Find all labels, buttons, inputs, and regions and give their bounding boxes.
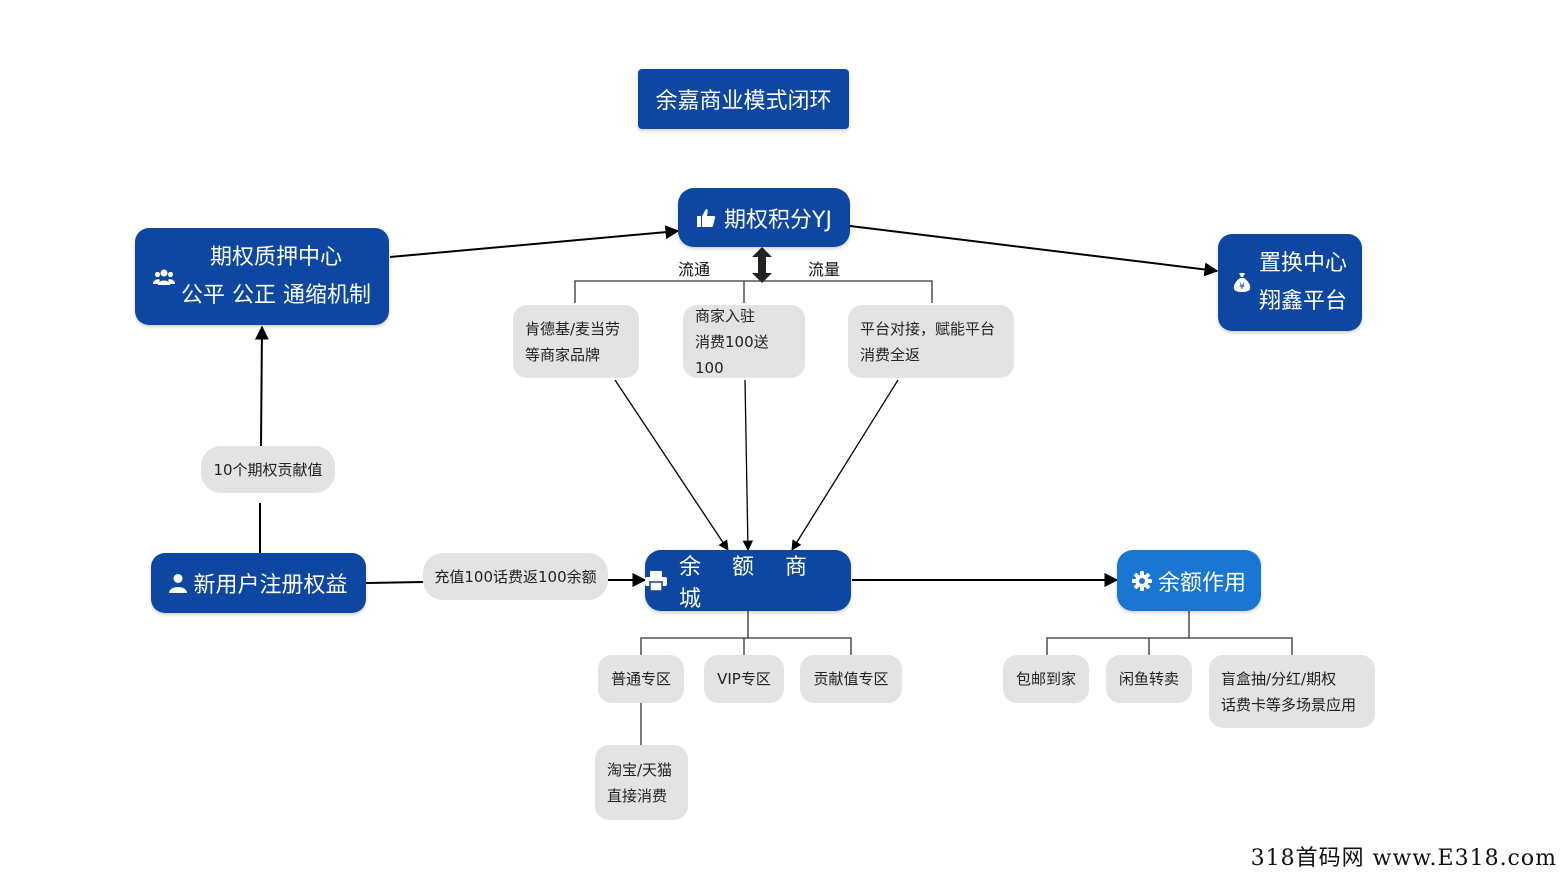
bracket-sources <box>574 280 933 303</box>
node-new-user-text: 新用户注册权益 <box>193 573 348 598</box>
source-3-line1: 平台对接，赋能平台 <box>860 319 996 338</box>
node-balance-mall: 余 额 商 城 <box>645 550 851 612</box>
bracket-mall-zones <box>640 611 852 655</box>
source-3-line2: 消费全返 <box>860 345 921 364</box>
zone-contribution-text: 贡献值专区 <box>813 670 889 688</box>
printer-icon <box>645 570 667 591</box>
node-exchange-line2: 翔鑫平台 <box>1258 288 1347 314</box>
source-2-line2: 消费100送100 <box>695 332 769 377</box>
users-icon <box>153 268 175 286</box>
label-recharge-text: 充值100话费返100余额 <box>434 567 597 586</box>
use-multi-line2: 话费卡等多场景应用 <box>1221 695 1357 714</box>
zone-regular-text: 普通专区 <box>610 670 671 688</box>
svg-text:¥: ¥ <box>1239 282 1245 292</box>
edge-contrib-to-pledge <box>254 325 269 447</box>
user-icon <box>169 573 188 593</box>
label-circulation: 流通 <box>678 260 711 279</box>
node-pledge-center: 期权质押中心 公平 公正 通缩机制 <box>135 228 389 325</box>
edge-source2-to-mall <box>742 379 754 552</box>
diagram-title: 余嘉商业模式闭环 <box>638 69 849 129</box>
node-option-points: 期权积分YJ <box>678 188 850 247</box>
source-2-line1: 商家入驻 <box>695 306 756 325</box>
node-option-points-text: 期权积分YJ <box>724 207 832 233</box>
zone-vip: VIP专区 <box>704 655 784 703</box>
money-bag-icon: ¥ <box>1233 272 1251 294</box>
edge-points-to-exchange <box>849 225 1219 277</box>
node-balance-use-text: 余额作用 <box>1157 570 1246 596</box>
node-new-user: 新用户注册权益 <box>151 553 366 613</box>
source-1-line2: 等商家品牌 <box>525 345 601 364</box>
edge-source1-to-mall <box>614 379 729 551</box>
label-traffic: 流量 <box>808 260 841 279</box>
use-free-shipping-text: 包邮到家 <box>1015 670 1076 688</box>
source-platform-docking: 平台对接，赋能平台 消费全返 <box>848 305 1014 378</box>
thumbs-up-icon <box>696 208 716 228</box>
node-pledge-line1: 期权质押中心 <box>209 244 342 270</box>
node-balance-use: 余额作用 <box>1117 550 1261 611</box>
double-arrow <box>752 247 772 283</box>
node-exchange-center: ¥ 置换中心 翔鑫平台 <box>1218 234 1362 331</box>
bracket-uses <box>1046 611 1293 655</box>
node-exchange-line1: 置换中心 <box>1258 250 1347 276</box>
source-merchant-settle: 商家入驻 消费100送100 <box>683 305 805 378</box>
label-contribution: 10个期权贡献值 <box>201 446 335 493</box>
use-multi-line1: 盲盒抽/分红/期权 <box>1221 669 1337 688</box>
source-kfc-mcd: 肯德基/麦当劳 等商家品牌 <box>513 305 639 378</box>
label-recharge: 充值100话费返100余额 <box>423 553 608 600</box>
use-free-shipping: 包邮到家 <box>1003 655 1089 703</box>
diagram-title-text: 余嘉商业模式闭环 <box>655 89 832 114</box>
use-multi-scenario: 盲盒抽/分红/期权 话费卡等多场景应用 <box>1209 655 1375 728</box>
node-balance-mall-text: 余 额 商 城 <box>679 554 819 612</box>
taobao-line2: 直接消费 <box>607 786 668 805</box>
watermark: 318首码网 www.E318.com <box>1250 846 1557 871</box>
label-contribution-text: 10个期权贡献值 <box>213 460 323 479</box>
source-1-line1: 肯德基/麦当劳 <box>525 319 621 338</box>
zone-regular-taobao: 淘宝/天猫 直接消费 <box>595 745 688 820</box>
edge-newuser-to-recharge <box>365 581 424 584</box>
use-xianyu-text: 闲鱼转卖 <box>1118 670 1179 688</box>
taobao-line1: 淘宝/天猫 <box>607 760 673 779</box>
zone-vip-text: VIP专区 <box>717 670 771 688</box>
edge-pledge-to-points <box>389 225 680 258</box>
edge-source3-to-mall <box>791 379 899 551</box>
zone-contribution: 贡献值专区 <box>800 655 902 703</box>
use-xianyu-resale: 闲鱼转卖 <box>1106 655 1192 703</box>
gear-icon <box>1131 570 1152 591</box>
node-pledge-line2: 公平 公正 通缩机制 <box>181 282 371 308</box>
zone-regular: 普通专区 <box>598 655 684 703</box>
